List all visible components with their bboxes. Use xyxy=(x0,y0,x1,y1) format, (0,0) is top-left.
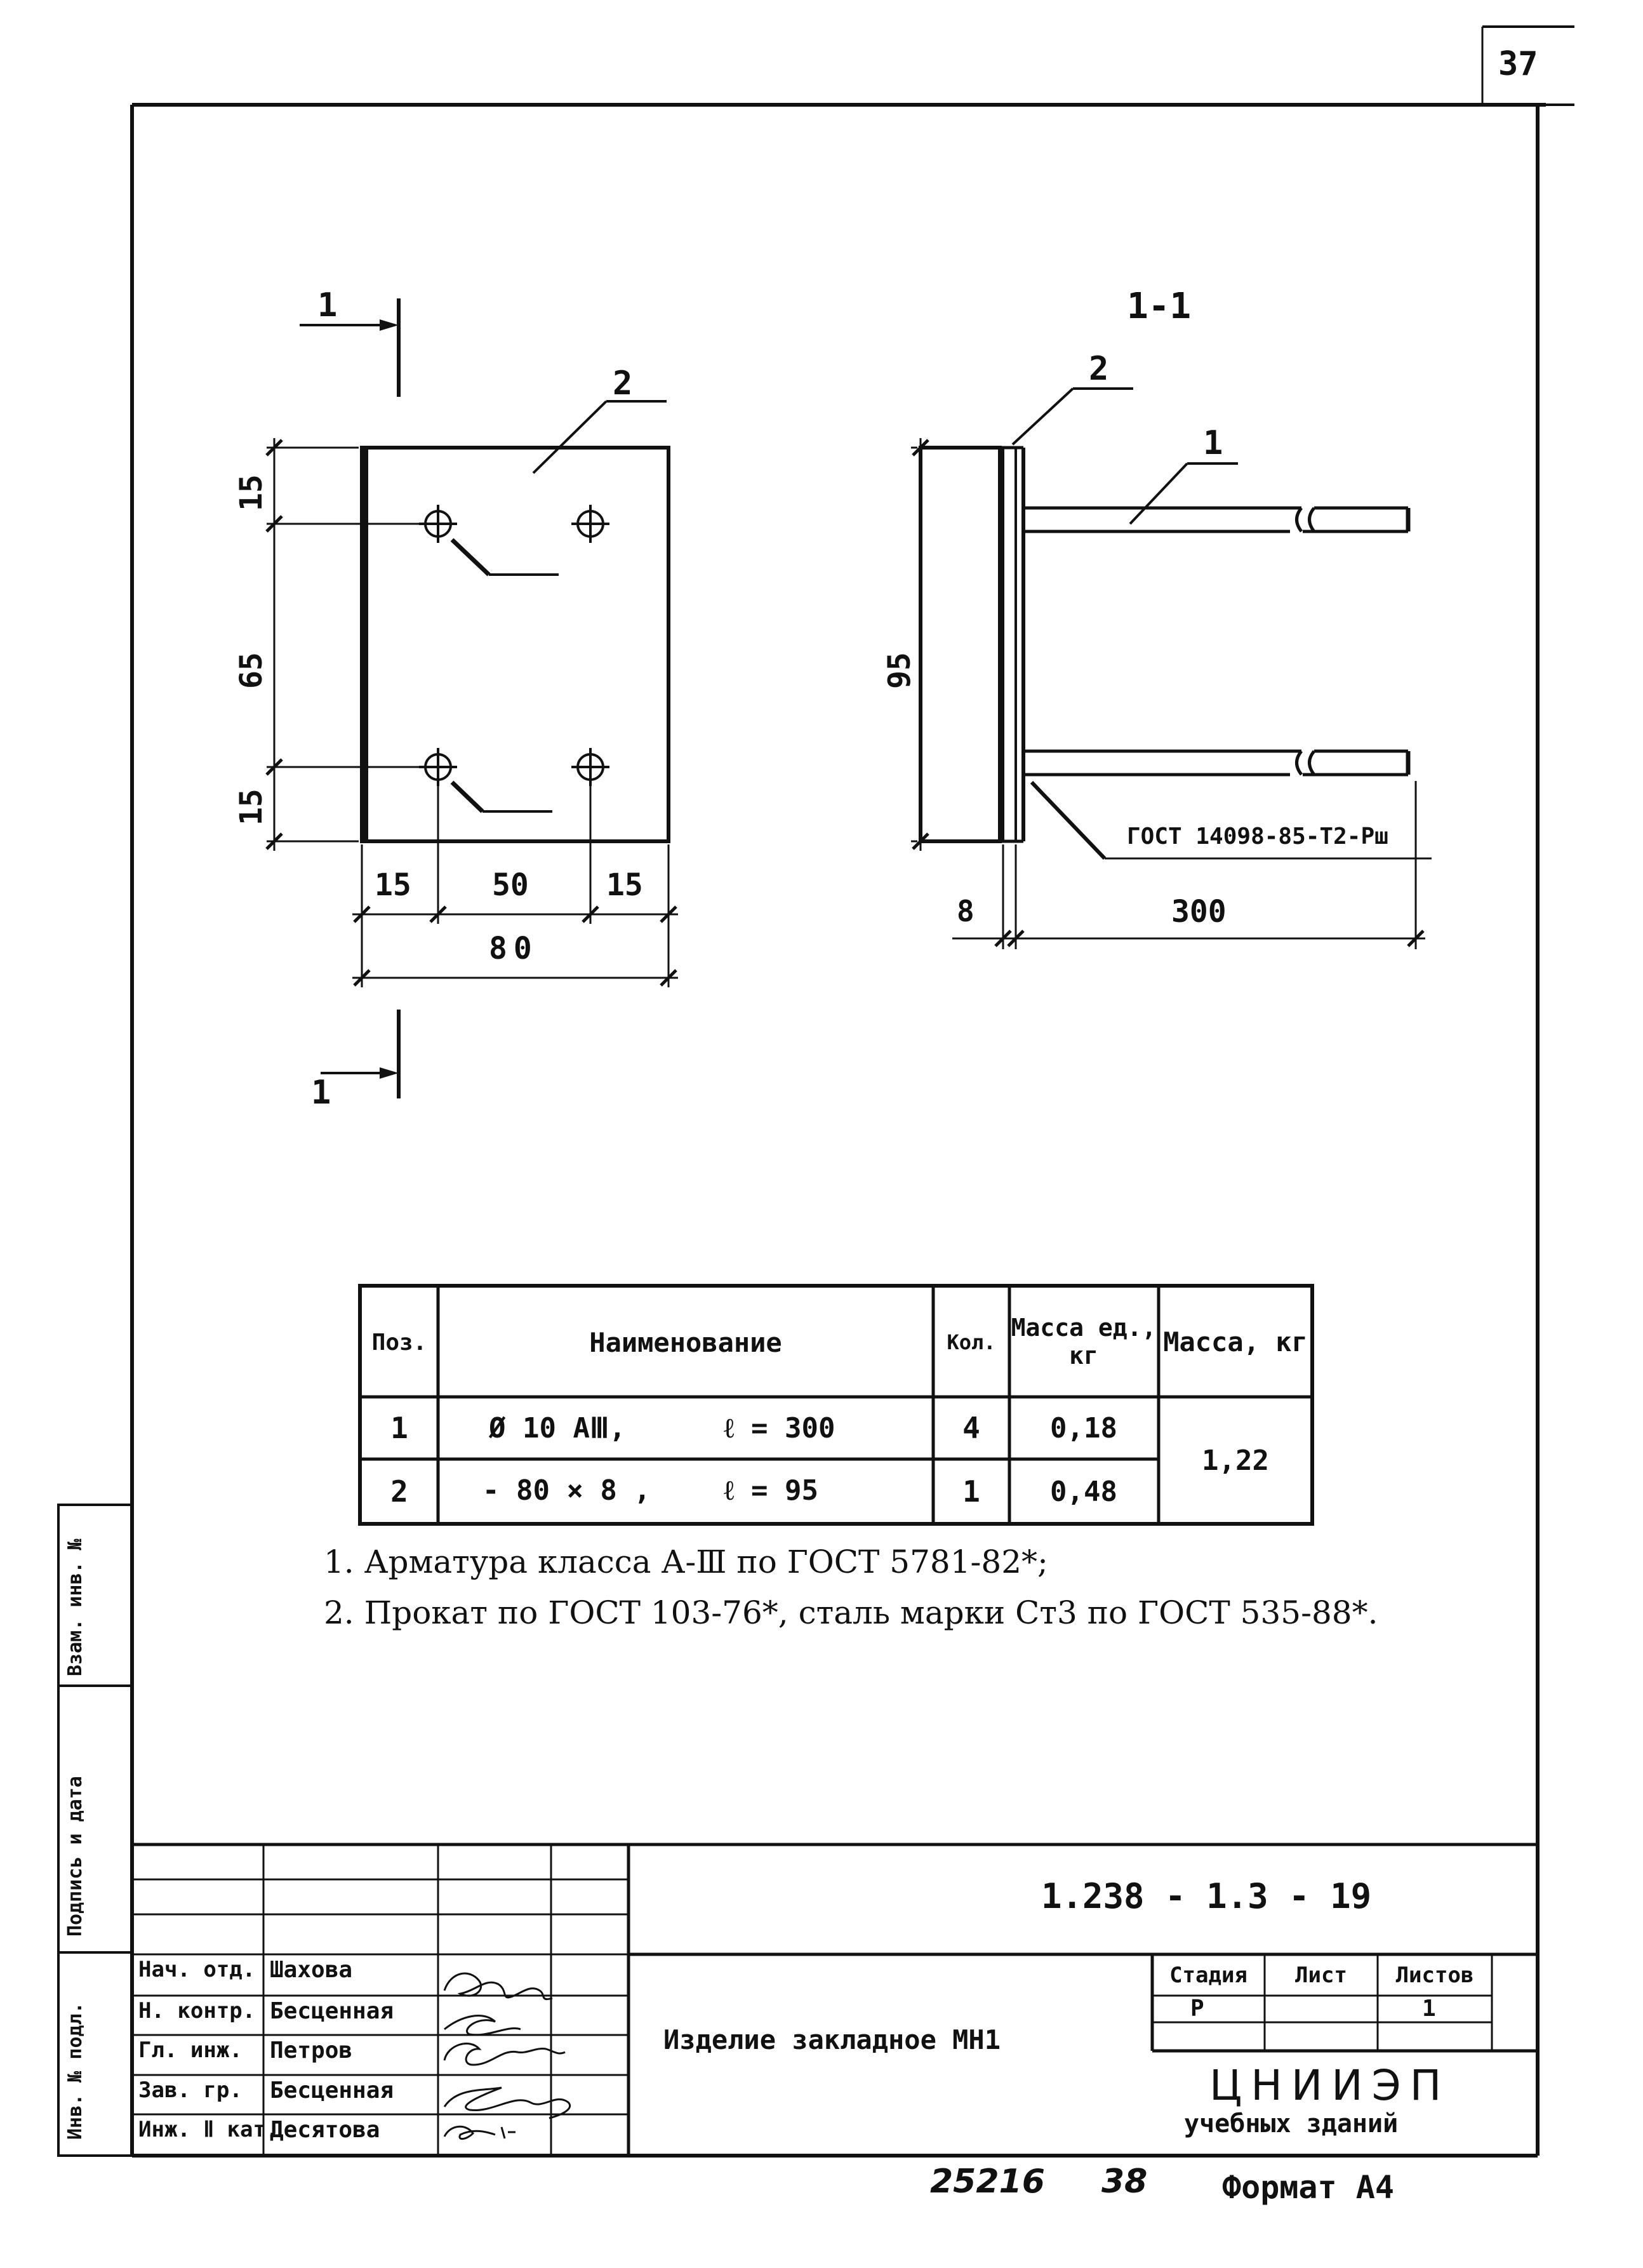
page-number: 37 xyxy=(1498,45,1538,83)
dim-overall-width: 80 xyxy=(489,931,538,966)
handwritten-number: 25216 xyxy=(930,2163,1045,2201)
handwritten-code: 38 xyxy=(1101,2163,1148,2201)
section-pos-2: 2 xyxy=(1089,350,1109,388)
note-2: 2. Прокат по ГОСТ 103-76*, сталь марки С… xyxy=(324,1594,1378,1631)
org-subtitle: учебных зданий xyxy=(1184,2109,1399,2138)
section-pos-1: 1 xyxy=(1203,424,1223,462)
table-header-unit-mass: Масса ед., кг xyxy=(1011,1314,1157,1370)
role-1: Нач. отд. xyxy=(138,1957,256,1982)
stage-label: Стадия xyxy=(1169,1962,1247,1988)
plan-position-label: 2 xyxy=(613,364,633,403)
dim-center-gap: 50 xyxy=(492,867,529,903)
doc-code: 1.238 - 1.3 - 19 xyxy=(1041,1876,1372,1916)
sheets-label: Листов xyxy=(1395,1962,1474,1988)
table-row-1-name: Ø 10 АⅢ, xyxy=(489,1412,626,1444)
signature-1 xyxy=(443,1972,553,2000)
dim-section-length: 300 xyxy=(1171,894,1227,930)
signature-3 xyxy=(443,2043,566,2066)
sheets-value: 1 xyxy=(1422,1996,1436,2022)
note-1: 1. Арматура класса А-Ⅲ по ГОСТ 5781-82*; xyxy=(324,1544,1048,1580)
name-3: Петров xyxy=(270,2038,353,2064)
side-stamp-replace-inv: Взам. инв. № xyxy=(64,1538,86,1676)
role-4: Зав. гр. xyxy=(138,2078,243,2103)
table-row-2-unit-mass: 0,48 xyxy=(1050,1475,1117,1508)
dim-bottom-gap: 15 xyxy=(234,789,269,825)
table-header-pos: Поз. xyxy=(371,1329,427,1356)
dim-section-thickness: 8 xyxy=(957,894,974,928)
table-row-2-name: - 80 × 8 , xyxy=(482,1474,651,1507)
role-5: Инж. Ⅱ кат. xyxy=(138,2117,279,2142)
dim-middle-gap: 65 xyxy=(234,652,269,689)
section-mark-bottom: 1 xyxy=(311,1074,331,1112)
table-header-qty: Кол. xyxy=(947,1330,996,1354)
dim-top-gap: 15 xyxy=(234,474,269,511)
table-row-1-unit-mass: 0,18 xyxy=(1050,1411,1117,1444)
role-3: Гл. инж. xyxy=(138,2038,243,2063)
dim-left-gap: 15 xyxy=(375,867,411,903)
signature-5 xyxy=(443,2125,516,2140)
table-row-2-length: ℓ = 95 xyxy=(724,1474,818,1507)
weld-note: ГОСТ 14098-85-Т2-Рш xyxy=(1127,824,1388,850)
table-row-1-length: ℓ = 300 xyxy=(724,1412,835,1444)
table-row-2-pos: 2 xyxy=(390,1474,408,1509)
table-row-1-pos: 1 xyxy=(390,1411,408,1445)
name-2: Бесценная xyxy=(270,1998,394,2024)
role-2: Н. контр. xyxy=(138,1998,256,2024)
name-1: Шахова xyxy=(270,1957,353,1983)
table-row-2-qty: 1 xyxy=(962,1474,980,1509)
stage-value: Р xyxy=(1190,1996,1204,2022)
org-name: ЦНИИЭП xyxy=(1209,2061,1451,2110)
section-title: 1-1 xyxy=(1127,286,1192,327)
signature-4 xyxy=(443,2086,571,2119)
dim-section-height: 95 xyxy=(882,652,917,689)
table-total-mass: 1,22 xyxy=(1202,1444,1269,1477)
dim-right-gap: 15 xyxy=(606,867,643,903)
table-row-1-qty: 4 xyxy=(962,1411,980,1445)
section-mark-top: 1 xyxy=(317,286,338,324)
sheet-label: Лист xyxy=(1295,1962,1347,1988)
name-4: Бесценная xyxy=(270,2078,394,2104)
side-stamp-inv-orig: Инв. № подл. xyxy=(64,2002,86,2140)
name-5: Десятова xyxy=(270,2117,380,2143)
side-stamp-sign-date: Подпись и дата xyxy=(64,1776,86,1937)
table-header-name: Наименование xyxy=(589,1326,782,1358)
table-header-mass: Масса, кг xyxy=(1163,1326,1308,1357)
format-label: Формат А4 xyxy=(1222,2169,1394,2206)
item-name: Изделие закладное МН1 xyxy=(663,2024,1001,2055)
signature-2 xyxy=(444,2015,521,2036)
